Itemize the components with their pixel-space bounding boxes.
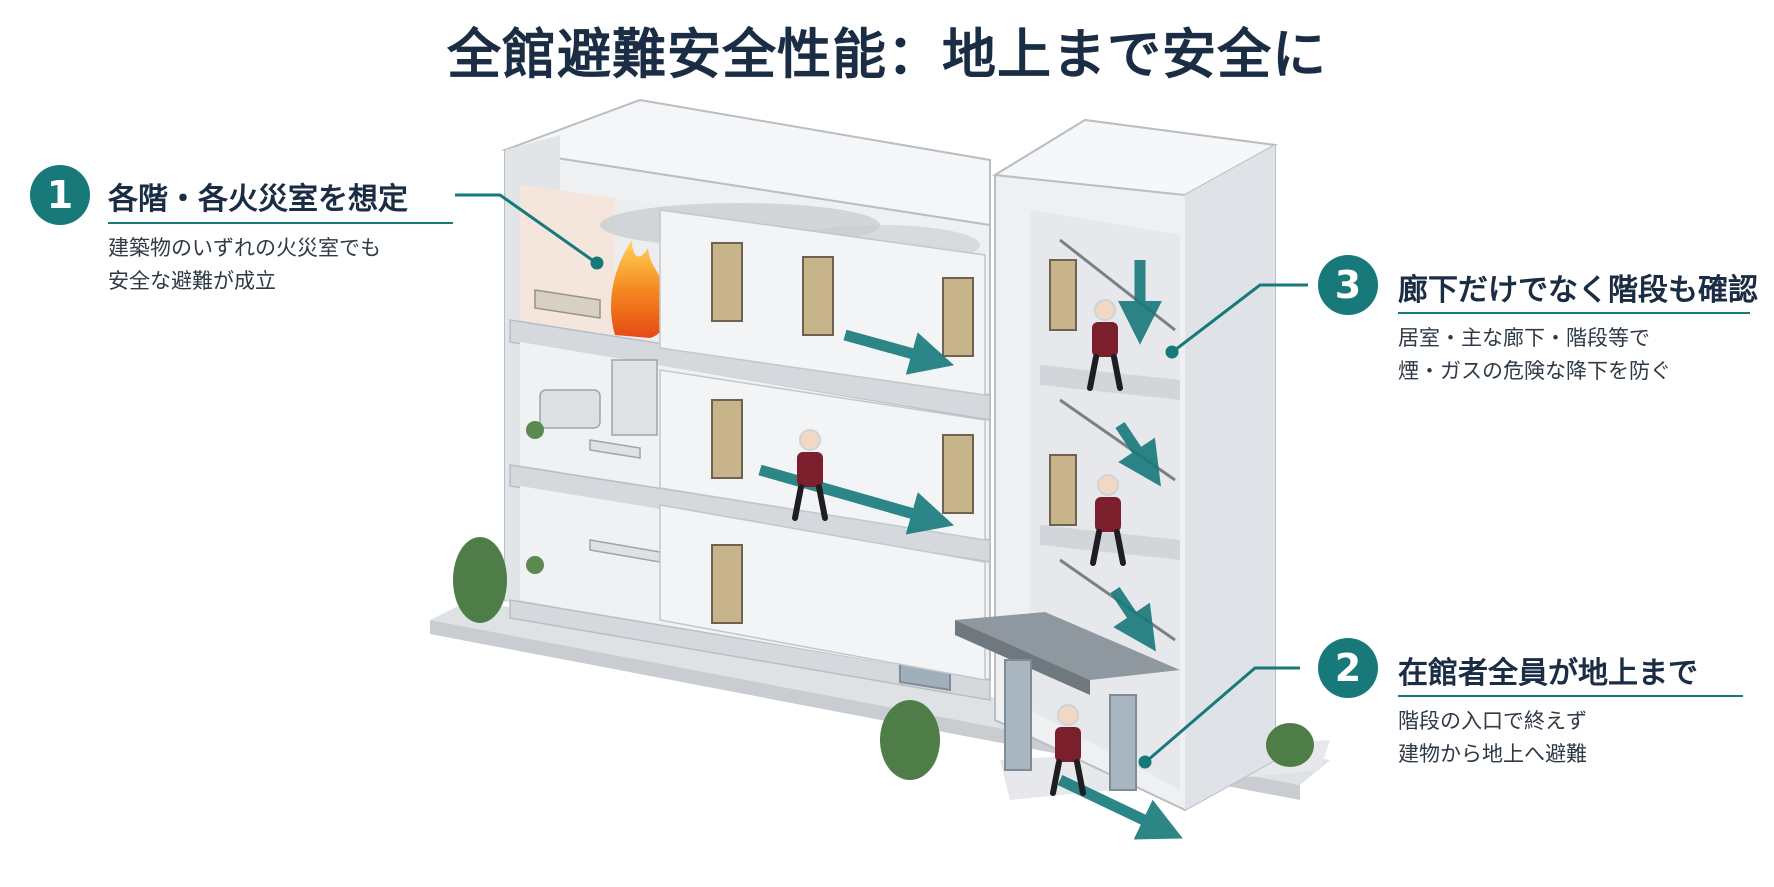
person-icon: [1087, 299, 1123, 391]
callout-description: 階段の入口で終えず 建物から地上へ避難: [1398, 709, 1587, 766]
callout-title: 在館者全員が地上まで: [1398, 656, 1698, 691]
tree-icon: [453, 537, 1314, 780]
person-icon: [1050, 704, 1086, 796]
evacuation-arrows: [758, 260, 1183, 840]
callout-underline: [1398, 695, 1743, 697]
callout-description: 居室・主な廊下・階段等で 煙・ガスの危険な降下を防ぐ: [1398, 326, 1671, 383]
floor-slabs: [509, 319, 991, 701]
callout-number-badge: 1: [30, 165, 90, 225]
callout-title: 廊下だけでなく階段も確認: [1398, 273, 1758, 308]
callout-number-badge: 2: [1318, 638, 1378, 698]
person-icon: [792, 429, 828, 521]
callout-leaders: [455, 193, 1308, 769]
callout-description: 建築物のいずれの火災室でも 安全な避難が成立: [108, 236, 381, 293]
page-title: 全館避難安全性能：地上まで安全に: [447, 23, 1327, 86]
person-icon: [1090, 474, 1126, 566]
callout-underline: [108, 222, 453, 224]
entrance-canopy: [955, 612, 1180, 791]
callout-title: 各階・各火災室を想定: [108, 182, 408, 217]
callout-underline: [1398, 312, 1750, 314]
fire-icon: [611, 240, 669, 338]
callout-number-badge: 3: [1318, 255, 1378, 315]
